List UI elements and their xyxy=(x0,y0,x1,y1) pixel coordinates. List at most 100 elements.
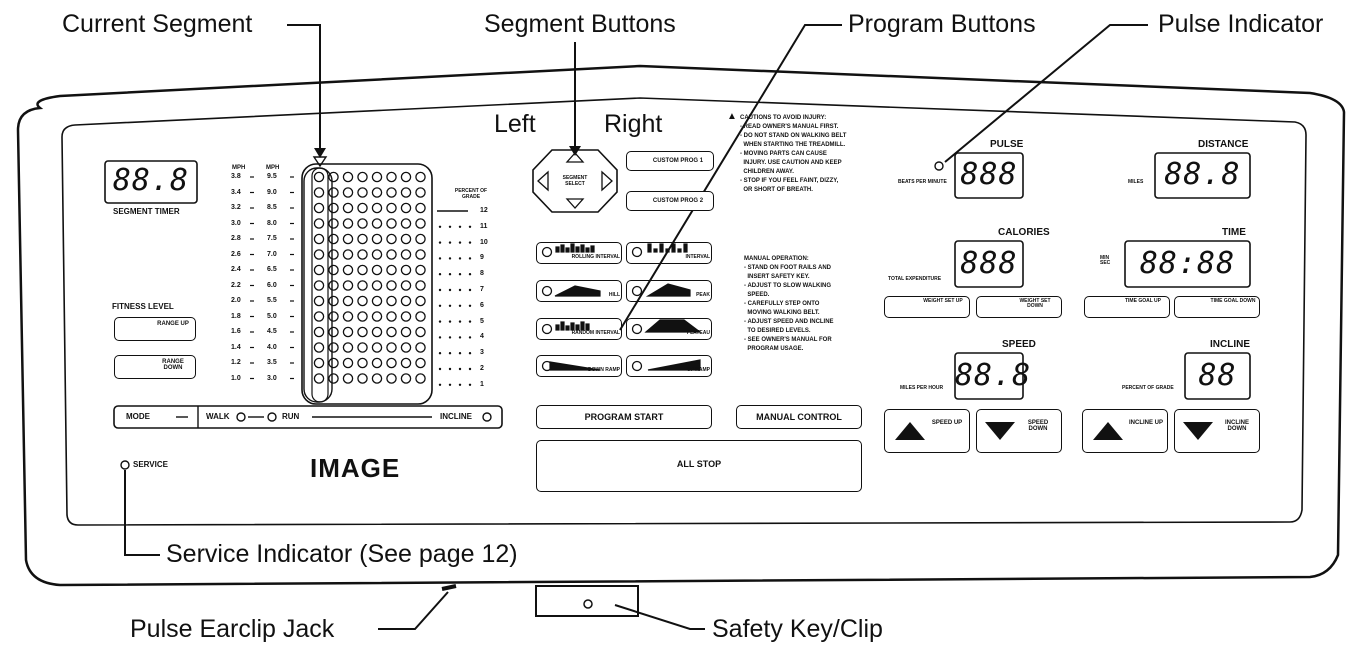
distance-sub-label: MILES xyxy=(1128,179,1144,185)
segment-led xyxy=(386,171,397,183)
segment-led xyxy=(371,218,383,229)
segment-led xyxy=(357,342,368,353)
callout-right: Right xyxy=(604,110,663,138)
incline-scale-dot xyxy=(468,367,472,371)
all-stop-button[interactable] xyxy=(536,440,862,492)
incline-up-button[interactable] xyxy=(1082,409,1168,453)
segment-led xyxy=(357,373,368,384)
incline-scale-dot xyxy=(448,352,452,355)
leader-safety-key xyxy=(614,604,705,630)
time-goal-up-button[interactable] xyxy=(1084,296,1170,318)
weight-set-down-button[interactable] xyxy=(976,296,1062,318)
walk-speed-value: 1.2 xyxy=(231,359,241,366)
leader-current-segment xyxy=(287,24,321,152)
walk-speed-value: 1.4 xyxy=(231,343,241,351)
segment-led xyxy=(357,202,368,214)
walk-speed-value: 2.2 xyxy=(231,281,241,289)
segment-led xyxy=(328,171,339,183)
mode-label: MODE xyxy=(126,412,150,421)
incline-scale-dot xyxy=(468,304,472,307)
incline-scale-dot xyxy=(438,383,442,386)
walk-speed-value: 3.2 xyxy=(231,204,241,211)
speed-up-button[interactable] xyxy=(884,409,970,453)
weight-set-up-button[interactable] xyxy=(884,296,970,318)
segment-led xyxy=(415,202,426,214)
range-down-button[interactable] xyxy=(114,355,196,379)
segment-led xyxy=(342,373,354,384)
program-button[interactable] xyxy=(626,280,712,302)
segment-led xyxy=(328,295,339,307)
time-goal-down-button[interactable] xyxy=(1174,296,1260,318)
calories-display-frame xyxy=(954,240,1024,288)
run-speed-value: 9.0 xyxy=(267,188,277,196)
segment-led xyxy=(342,202,354,214)
run-speed-value: 8.0 xyxy=(267,219,277,227)
segment-led xyxy=(415,218,426,229)
program-button[interactable] xyxy=(536,280,622,302)
pulse-sub-label: BEATS PER MINUTE xyxy=(898,179,947,185)
range-up-button[interactable] xyxy=(114,317,196,341)
segment-led xyxy=(313,187,325,198)
incline-down-button[interactable] xyxy=(1174,409,1260,453)
custom-prog-2-button[interactable] xyxy=(626,191,714,211)
incline-level-value: 12 xyxy=(480,207,488,214)
speed-down-button[interactable] xyxy=(976,409,1062,453)
segment-led xyxy=(357,311,368,322)
program-button[interactable] xyxy=(626,355,712,377)
distance-display-frame xyxy=(1154,152,1251,199)
segment-timer-label: SEGMENT TIMER xyxy=(113,207,180,216)
program-button[interactable] xyxy=(626,242,712,264)
segment-led xyxy=(328,280,339,291)
incline-label: INCLINE xyxy=(1210,339,1250,350)
segment-led xyxy=(357,171,368,183)
program-start-label: PROGRAM START xyxy=(584,412,664,422)
program-start-button[interactable] xyxy=(536,405,712,429)
run-speed-value: 7.0 xyxy=(267,250,277,258)
program-button[interactable] xyxy=(536,242,622,264)
segment-led xyxy=(313,373,325,384)
mode-button[interactable] xyxy=(114,406,502,428)
segment-led xyxy=(342,249,354,260)
program-button[interactable] xyxy=(536,355,622,377)
custom-prog-1-button[interactable] xyxy=(626,151,714,171)
walk-speed-value: 2.4 xyxy=(231,266,241,273)
segment-led xyxy=(415,295,426,307)
incline-level-value: 6 xyxy=(480,301,484,309)
program-button-label: DOWN RAMP xyxy=(588,367,620,373)
program-button-label: RANDOM INTERVAL xyxy=(571,330,620,336)
segment-select-label: SEGMENT SELECT xyxy=(562,175,588,187)
segment-led xyxy=(415,326,426,338)
walk-speed-value: 2.0 xyxy=(231,297,241,304)
range-down-label: RANGE DOWN xyxy=(162,359,184,371)
calories-display: 888 xyxy=(960,246,1018,281)
run-speeds-header: MPH xyxy=(266,165,280,171)
segment-led xyxy=(371,342,383,353)
incline-scale-dot xyxy=(458,336,462,339)
speed-down-label: SPEED DOWN xyxy=(1027,420,1049,432)
pulse-indicator-led xyxy=(934,161,944,171)
segment-led xyxy=(400,249,412,260)
walk-mode-led xyxy=(236,412,246,422)
speed-scale-ticks xyxy=(250,176,294,380)
callout-left: Left xyxy=(494,110,536,138)
run-speed-value: 5.0 xyxy=(267,312,277,320)
callout-safety-key-clip: Safety Key/Clip xyxy=(712,615,883,643)
run-speed-value: 7.5 xyxy=(267,235,277,242)
segment-led xyxy=(313,202,325,214)
pulse-earclip-jack xyxy=(441,584,457,591)
segment-led xyxy=(415,264,426,276)
program-button-label: INTERVAL xyxy=(685,254,710,260)
program-button[interactable] xyxy=(536,318,622,340)
incline-level-value: 10 xyxy=(480,238,488,246)
program-button[interactable] xyxy=(626,318,712,340)
incline-level-value: 4 xyxy=(480,333,484,341)
segment-led xyxy=(386,233,397,245)
caution-text: CAUTIONS TO AVOID INJURY: - READ OWNER'S… xyxy=(740,115,847,193)
segment-led xyxy=(342,311,354,322)
callout-pulse-earclip-jack: Pulse Earclip Jack xyxy=(130,615,335,643)
manual-control-button[interactable] xyxy=(736,405,862,429)
incline-scale-dot xyxy=(458,257,462,260)
segment-grid-frame xyxy=(301,163,433,405)
mode-bar-frame xyxy=(113,405,503,429)
